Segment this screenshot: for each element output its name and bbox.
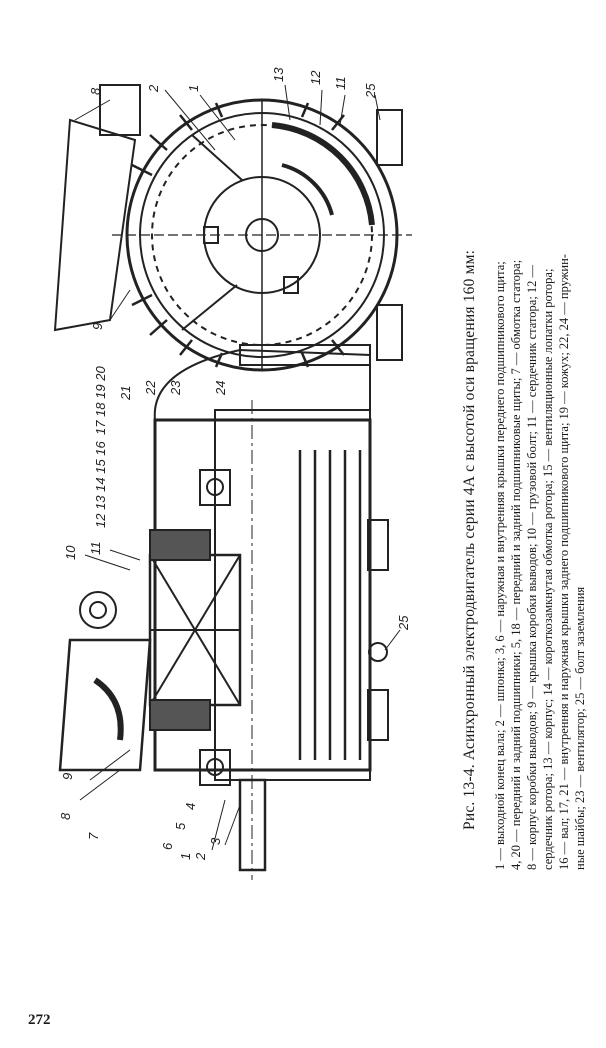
- figure-legend: 1 — выходной конец вала; 2 — шпонка; 3, …: [492, 50, 588, 870]
- label-22: 22: [143, 380, 158, 396]
- label-2-end: 2: [146, 84, 161, 93]
- label-11-end: 11: [333, 77, 348, 91]
- legend-line: 1 — выходной конец вала; 2 — шпонка; 3, …: [493, 261, 507, 870]
- label-5: 5: [173, 822, 188, 830]
- label-1-end: 1: [186, 85, 201, 92]
- label-8: 8: [58, 812, 73, 820]
- end-view: [112, 98, 412, 372]
- label-17: 17 18 19 20: [93, 366, 108, 435]
- legend-line: 8 — корпус коробки выводов; 9 — крышка к…: [525, 264, 539, 870]
- label-10: 10: [63, 545, 78, 560]
- page-number: 272: [28, 1012, 51, 1028]
- label-9: 9: [60, 773, 75, 780]
- side-view: [58, 344, 389, 880]
- caption-block: Рис. 13-4. Асинхронный электродвигатель …: [461, 50, 588, 870]
- label-1: 1: [178, 853, 193, 860]
- legend-line: 16 — вал; 17, 21 — внутренняя и наружная…: [557, 254, 571, 870]
- label-21: 21: [118, 386, 133, 401]
- label-13-end: 13: [271, 67, 286, 82]
- label-25: 25: [396, 615, 411, 631]
- label-2: 2: [193, 852, 208, 861]
- label-11: 11: [88, 542, 103, 556]
- legend-line: сердечник ротора; 13 — корпус; 14 — коро…: [541, 268, 555, 870]
- legend-line: 4, 20 — передний и задний подшипники; 5,…: [509, 259, 523, 870]
- label-23: 23: [168, 380, 183, 396]
- label-25-end: 25: [363, 83, 378, 99]
- figure-caption: Рис. 13-4. Асинхронный электродвигатель …: [461, 249, 478, 830]
- label-12: 12 13 14 15 16: [93, 440, 108, 528]
- label-24: 24: [213, 381, 228, 396]
- legend-line: ные шайбы; 23 — вентилятор; 25 — болт за…: [573, 586, 587, 870]
- label-6: 6: [160, 842, 175, 850]
- label-3: 3: [208, 837, 223, 845]
- label-4: 4: [183, 803, 198, 810]
- label-9-end: 9: [90, 323, 105, 330]
- label-12-end: 12: [308, 70, 323, 85]
- label-8-end: 8: [88, 87, 103, 95]
- label-7: 7: [86, 832, 101, 840]
